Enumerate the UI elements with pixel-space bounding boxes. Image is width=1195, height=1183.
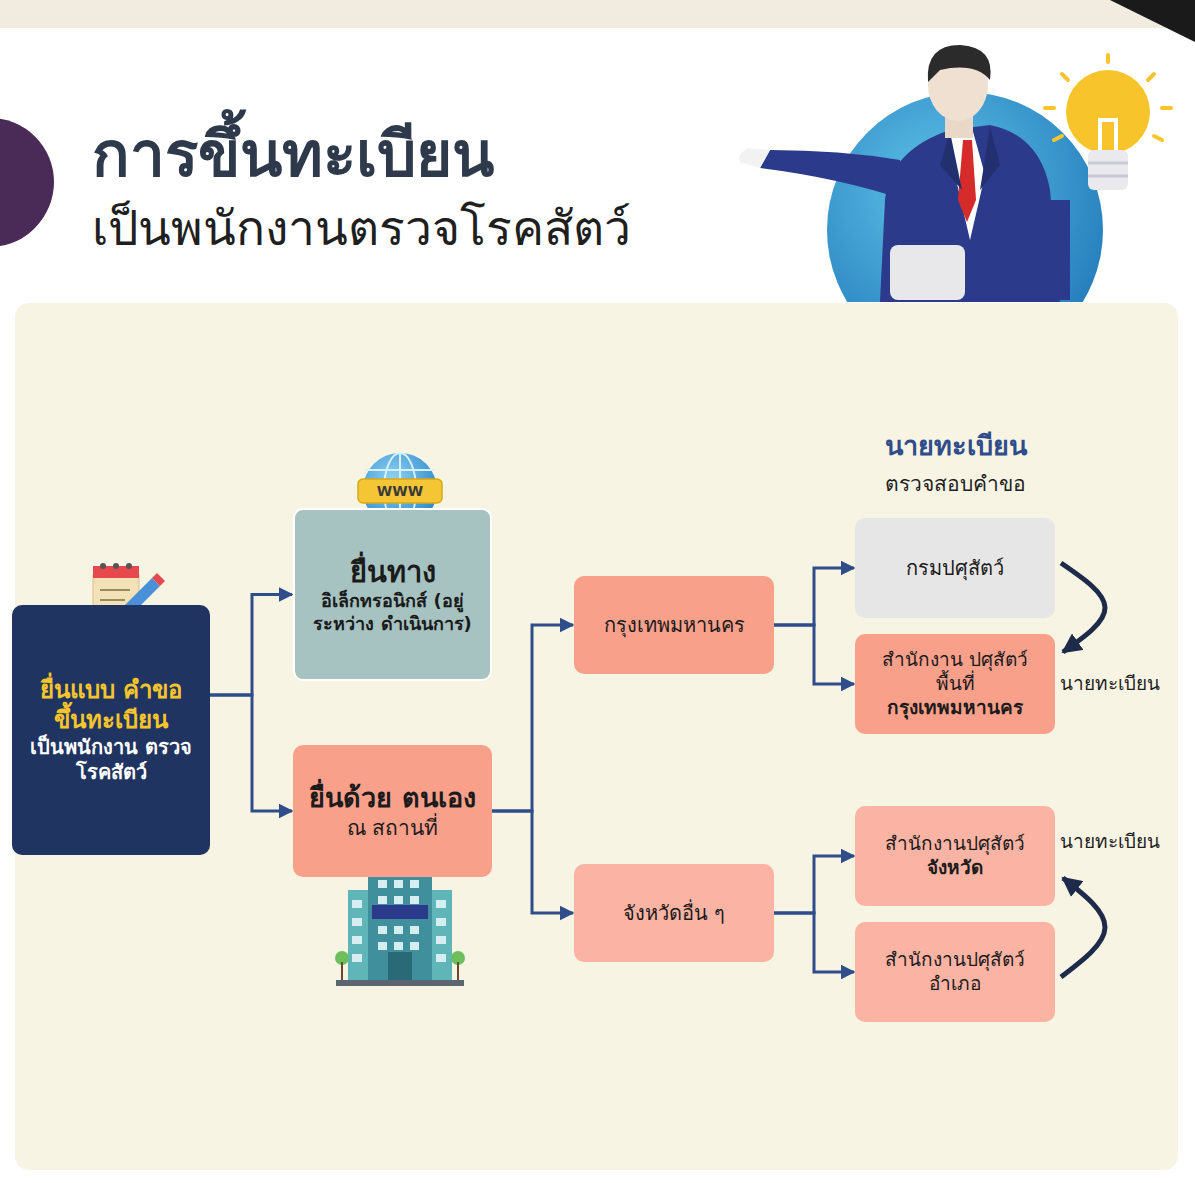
node-heading: ยื่นแบบ คำขอ ขึ้นทะเบียน xyxy=(24,675,198,735)
connector-arrow xyxy=(774,856,854,913)
region-box: กรุงเทพมหานคร xyxy=(574,576,774,674)
connector-arrow xyxy=(210,695,292,811)
connector-arrow xyxy=(210,595,292,696)
office-box: สำนักงานปศุสัตว์จังหวัด xyxy=(855,806,1055,906)
window xyxy=(378,896,387,904)
window xyxy=(410,896,419,904)
node-heading: กรุงเทพมหานคร xyxy=(604,613,745,638)
node-heading: สำนักงานปศุสัตว์ xyxy=(885,832,1025,856)
connector-arrow xyxy=(1061,563,1105,652)
half-circle xyxy=(0,118,54,246)
connector-arrow xyxy=(774,913,854,972)
annotation: ตรวจสอบคำขอ xyxy=(885,472,1026,497)
window xyxy=(436,900,446,908)
process-box: ยื่นด้วย ตนเองณ สถานที่ xyxy=(293,745,492,877)
node-heading: สำนักงานปศุสัตว์ อำเภอ xyxy=(867,948,1043,996)
window xyxy=(394,926,403,934)
window xyxy=(436,954,446,962)
subtitle: เป็นพนักงานตรวจโรคสัตว์ xyxy=(92,200,631,258)
top-band xyxy=(0,0,1195,28)
window xyxy=(352,918,362,926)
window xyxy=(352,954,362,962)
purple-tab xyxy=(0,120,52,246)
node-heading: ยื่นทาง xyxy=(350,554,436,590)
connector-arrow xyxy=(492,811,573,913)
node-text: อิเล็กทรอนิกส์ (อยู่ระหว่าง ดำเนินการ) xyxy=(307,590,478,635)
window xyxy=(410,880,419,888)
window xyxy=(352,900,362,908)
node-heading: ยื่นด้วย ตนเอง xyxy=(309,781,475,815)
node-heading: สำนักงาน ปศุสัตว์พื้นที่ xyxy=(867,648,1043,696)
title: การขึ้นทะเบียน xyxy=(92,118,494,192)
window xyxy=(378,926,387,934)
connector-arrow xyxy=(774,568,854,625)
icon-label: WWW xyxy=(377,483,423,500)
light-bulb xyxy=(1045,55,1171,190)
node-text: ณ สถานที่ xyxy=(347,815,439,841)
window xyxy=(378,942,387,950)
annotation: นายทะเบียน xyxy=(1060,830,1160,853)
connector-arrow xyxy=(774,625,854,684)
window xyxy=(394,896,403,904)
window xyxy=(410,942,419,950)
office-box: สำนักงานปศุสัตว์ อำเภอ xyxy=(855,922,1055,1022)
office-box: กรมปศุสัตว์ xyxy=(855,518,1055,618)
content-panel xyxy=(15,303,1178,1170)
building-icon xyxy=(335,862,465,986)
window xyxy=(378,880,387,888)
node-heading: จังหวัดอื่น ๆ xyxy=(623,901,725,926)
connector-arrow xyxy=(1061,878,1105,977)
annotation: นายทะเบียน xyxy=(885,430,1027,462)
window xyxy=(410,926,419,934)
process-box: ยื่นทางอิเล็กทรอนิกส์ (อยู่ระหว่าง ดำเนิ… xyxy=(293,508,492,681)
corner-triangle xyxy=(1110,0,1195,42)
node-heading: กรมปศุสัตว์ xyxy=(906,556,1004,581)
window xyxy=(436,918,446,926)
annotation: นายทะเบียน xyxy=(1060,672,1160,695)
region-box: จังหวัดอื่น ๆ xyxy=(574,864,774,962)
node-text: กรุงเทพมหานคร xyxy=(887,696,1023,720)
window xyxy=(394,880,403,888)
office-box: สำนักงาน ปศุสัตว์พื้นที่กรุงเทพมหานคร xyxy=(855,634,1055,734)
connector-arrow xyxy=(492,625,573,811)
illustration xyxy=(739,45,1103,302)
node-text: จังหวัด xyxy=(927,856,983,880)
window xyxy=(352,936,362,944)
start-box: ยื่นแบบ คำขอ ขึ้นทะเบียนเป็นพนักงาน ตรวจ… xyxy=(12,605,210,855)
window xyxy=(436,936,446,944)
node-text: เป็นพนักงาน ตรวจโรคสัตว์ xyxy=(24,735,198,785)
window xyxy=(394,942,403,950)
